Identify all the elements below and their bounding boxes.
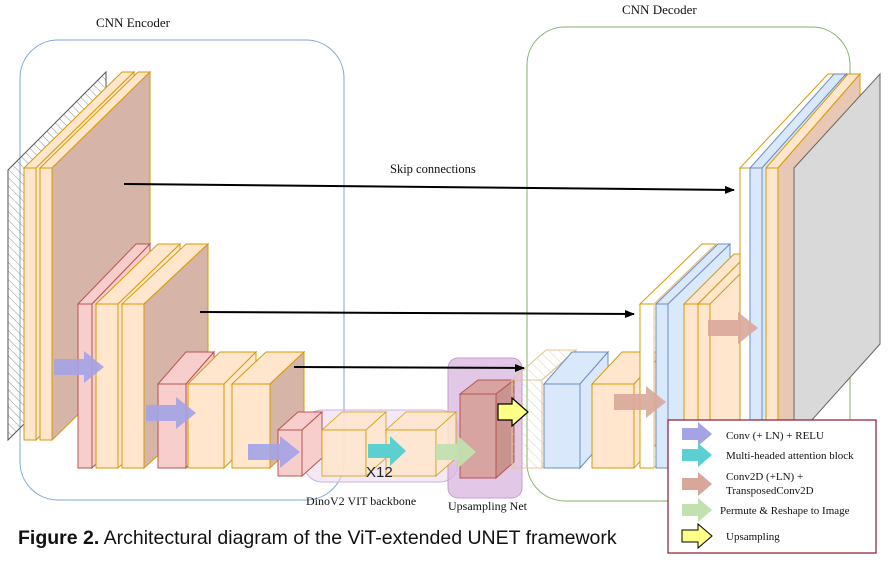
legend-permute-swatch — [682, 498, 712, 522]
skip-connections-label: Skip connections — [390, 162, 476, 176]
legend-conv-label: Conv (+ LN) + RELU — [726, 430, 824, 442]
legend-conv2d-label-line1: Conv2D (+LN) + — [726, 471, 803, 483]
conv2d-arrows — [614, 312, 758, 418]
legend-mha-label: Multi-headed attention block — [726, 450, 854, 462]
decoder-stage-2 — [638, 242, 762, 470]
legend-conv-swatch — [682, 422, 712, 446]
upsampling-net-block — [458, 378, 516, 480]
encoder-stage-1 — [22, 70, 152, 442]
legend-conv2d-label-line2: TransposedConv2D — [726, 485, 814, 497]
attention-arrow — [368, 436, 406, 466]
figure-caption-text: Architectural diagram of the ViT-extende… — [99, 527, 617, 549]
legend-permute-label: Permute & Reshape to Image — [720, 505, 850, 517]
skip-connection-1 — [123, 183, 735, 194]
decoder-stage-3 — [738, 72, 881, 442]
conv2d-arrow-2 — [708, 312, 758, 344]
upsampling-arrow — [497, 396, 529, 428]
figure-caption-prefix: Figure 2. — [18, 527, 100, 549]
skip-connections: Skip connections — [123, 162, 735, 372]
legend-mha-swatch — [682, 443, 712, 467]
upsampling-net-label: Upsampling Net — [448, 499, 528, 513]
decoder-title: CNN Decoder — [622, 2, 697, 17]
x12-label: X12 — [366, 464, 393, 481]
conv-arrows — [54, 351, 300, 468]
skip-connection-3 — [293, 363, 525, 372]
conv-arrow-2 — [146, 397, 196, 429]
figure-caption: Figure 2. Architectural diagram of the V… — [18, 527, 617, 550]
conv-arrow-1 — [54, 351, 104, 383]
encoder-title: CNN Encoder — [96, 15, 171, 30]
legend-conv2d-swatch — [682, 472, 712, 496]
legend-upsampling-label: Upsampling — [726, 531, 780, 543]
permute-arrow — [436, 436, 476, 468]
dino-backbone-label: DinoV2 VIT backbone — [306, 494, 416, 508]
conv2d-arrow-1 — [614, 386, 666, 418]
legend-upsampling-swatch — [681, 522, 713, 550]
skip-connection-2 — [199, 309, 635, 318]
conv-arrow-3 — [248, 436, 300, 468]
legend: Conv (+ LN) + RELU Multi-headed attentio… — [667, 419, 877, 554]
